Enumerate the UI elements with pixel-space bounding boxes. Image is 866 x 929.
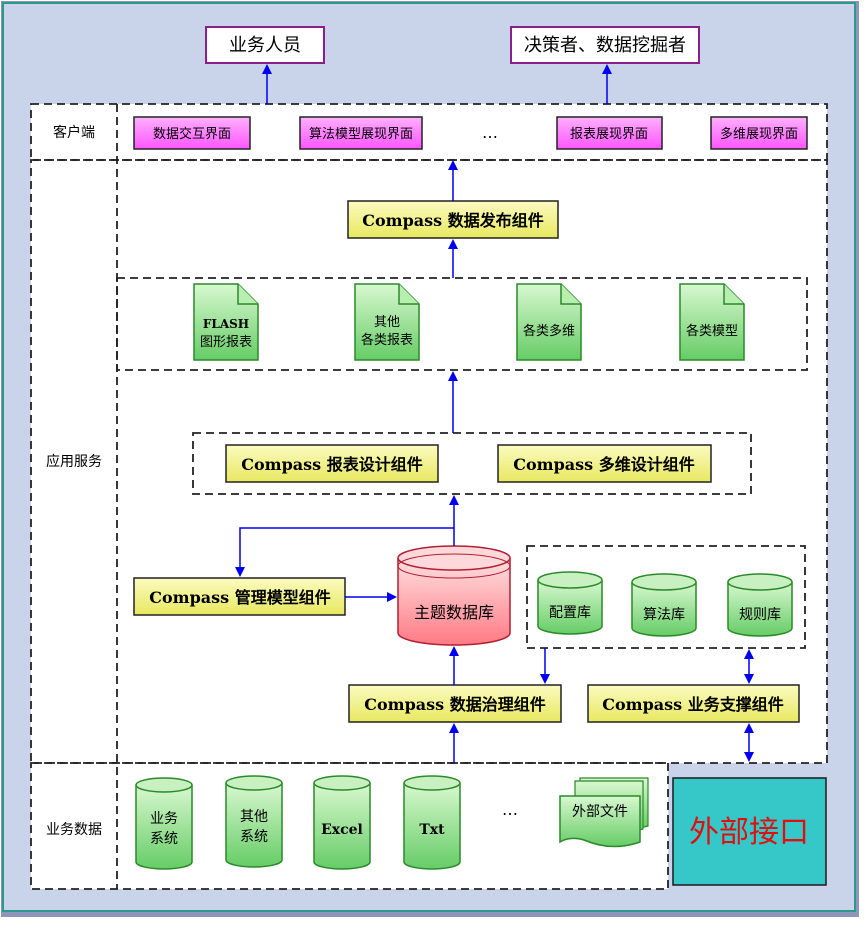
output-line1: 各类模型 (686, 323, 738, 339)
output-line2: 图形报表 (200, 335, 252, 350)
output-line1: 其他 (374, 315, 400, 330)
client-item-report-view (556, 116, 663, 150)
support-component (587, 684, 800, 723)
report-design-label: Compass 报表设计组件 (241, 455, 422, 474)
subject-database: 主题数据库 (397, 545, 511, 646)
output-line1: 各类多维 (523, 323, 575, 339)
external-interface-label: 外部接口 (689, 815, 809, 850)
output-doc-other-reports: 其他 各类报表 (354, 283, 420, 361)
label-app-service: 应用服务 (46, 453, 102, 470)
outputs: FLASH 图形报表 其他 各类报表 各类多维 各类模型 (193, 283, 745, 361)
manage-model-label: Compass 管理模型组件 (149, 588, 330, 607)
source-line2: 系统 (240, 829, 268, 845)
data-section (30, 762, 669, 890)
arrow-db-to-manage (235, 527, 454, 577)
source-line1: 业务 (150, 811, 178, 827)
client-item-olap-view (710, 116, 808, 150)
publish-component (347, 200, 559, 239)
label-business-data: 业务数据 (46, 822, 102, 838)
source-line1: Txt (419, 822, 445, 838)
client-item-algorithm-model (299, 116, 423, 150)
lib-algorithm: 算法库 (631, 573, 697, 637)
manage-model-component (133, 577, 346, 616)
client-item-label: 数据交互界面 (153, 126, 231, 142)
lib-label: 规则库 (739, 607, 781, 623)
external-files: 外部文件 (559, 777, 649, 848)
governance-component (348, 684, 562, 723)
decision-maker-box (510, 26, 700, 64)
source-line1: 其他 (240, 809, 268, 825)
source-excel: Excel (313, 775, 371, 870)
olap-design-label: Compass 多维设计组件 (513, 455, 694, 474)
lib-label: 算法库 (643, 607, 685, 623)
source-txt: Txt (403, 775, 461, 870)
report-design-component (225, 444, 439, 483)
output-doc-olap: 各类多维 (516, 283, 582, 361)
governance-label: Compass 数据治理组件 (364, 695, 545, 714)
libs-group (526, 545, 806, 649)
output-doc-models: 各类模型 (679, 283, 745, 361)
decision-maker: 决策者、数据挖掘者 (524, 35, 686, 56)
source-other-system: 其他 系统 (225, 775, 283, 868)
lib-label: 配置库 (549, 605, 591, 621)
client-item-label: 算法模型展现界面 (309, 127, 413, 142)
output-line1: FLASH (203, 317, 249, 331)
client-item-data-interaction (133, 116, 251, 150)
subject-database-label: 主题数据库 (414, 603, 494, 622)
client-item-label: 报表展现界面 (570, 127, 648, 142)
label-client: 客户端 (53, 124, 95, 141)
support-label: Compass 业务支撑组件 (602, 695, 783, 714)
source-line1: Excel (321, 822, 363, 838)
business-user-box (205, 26, 325, 64)
olap-design-component (497, 444, 712, 483)
publish-component-label: Compass 数据发布组件 (362, 211, 543, 230)
client-item-label: 多维展现界面 (720, 126, 798, 142)
client-item-ellipsis: … (482, 123, 498, 142)
source-line2: 系统 (150, 831, 178, 847)
design-group (192, 432, 752, 495)
source-ellipsis: … (502, 800, 518, 819)
lib-rules: 规则库 (727, 573, 793, 637)
outputs-group (116, 277, 808, 371)
external-files-label: 外部文件 (572, 804, 628, 820)
output-doc-flash: FLASH 图形报表 (193, 283, 259, 361)
output-line2: 各类报表 (361, 332, 413, 348)
external-interface (672, 777, 827, 886)
source-business-system: 业务 系统 (135, 777, 193, 870)
business-user: 业务人员 (229, 35, 301, 56)
lib-config: 配置库 (537, 571, 603, 635)
